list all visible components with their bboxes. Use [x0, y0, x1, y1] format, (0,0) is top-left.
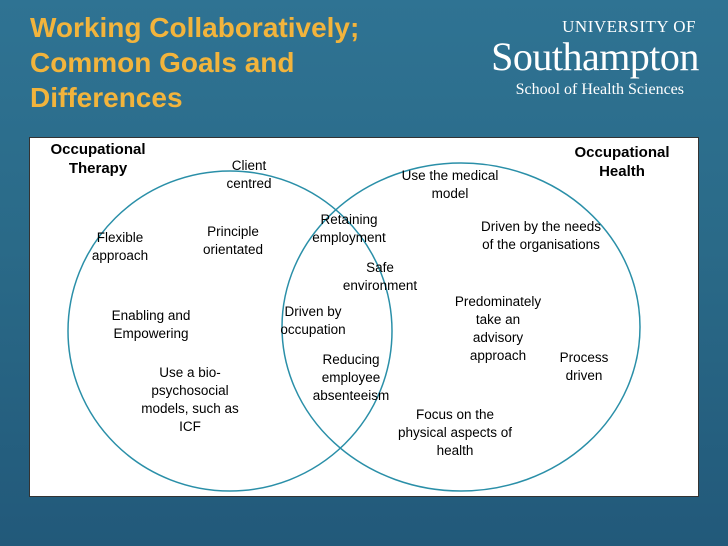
- left-set-label: Occupational Therapy: [50, 141, 146, 177]
- left-circle: [67, 170, 393, 492]
- item-physical-aspects: Focus on the physical aspects of health: [397, 407, 513, 458]
- item-principle-orientated: Principle orientated: [202, 224, 264, 257]
- logo-school: School of Health Sciences: [515, 81, 684, 98]
- venn-diagram: [67, 162, 641, 492]
- item-needs-of-organisations: Driven by the needs of the organisations: [480, 219, 602, 252]
- logo-university-of: UNIVERSITY OF: [562, 17, 696, 36]
- right-circle: [281, 162, 641, 492]
- item-enabling-empowering: Enabling and Empowering: [111, 308, 191, 341]
- item-client-centred: Client centred: [226, 158, 272, 191]
- item-process-driven: Process driven: [559, 350, 609, 383]
- university-logo: UNIVERSITY OF Southampton School of Heal…: [470, 18, 720, 100]
- right-set-label: Occupational Health: [574, 144, 670, 180]
- item-driven-by-occupation: Driven by occupation: [280, 304, 346, 337]
- venn-diagram-panel: Occupational Therapy Occupational Health…: [29, 137, 699, 497]
- logo-name: Southampton: [491, 34, 699, 79]
- item-reducing-absenteeism: Reducing employee absenteeism: [312, 352, 390, 403]
- item-retaining-employment: Retaining employment: [312, 212, 386, 245]
- item-advisory-approach: Predominately take an advisory approach: [454, 294, 542, 363]
- item-biopsychosocial: Use a bio- psychosocial models, such as …: [141, 365, 239, 434]
- item-safe-environment: Safe environment: [342, 260, 418, 293]
- item-flexible-approach: Flexible approach: [91, 230, 149, 263]
- slide-title: Working Collaboratively; Common Goals an…: [30, 12, 360, 113]
- item-medical-model: Use the medical model: [401, 168, 499, 201]
